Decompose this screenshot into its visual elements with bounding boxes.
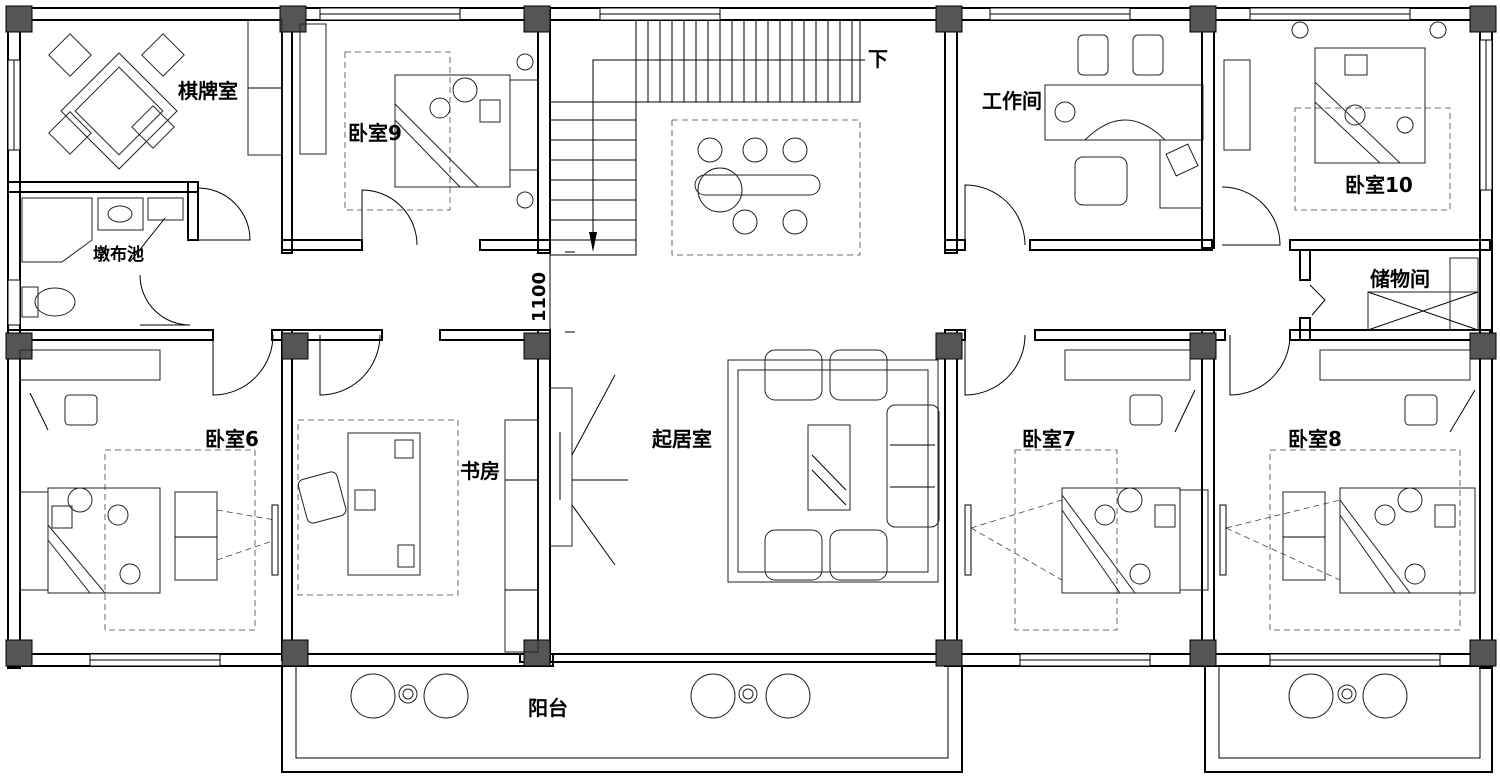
label-storage: 储物间 xyxy=(1370,267,1430,291)
staircase xyxy=(549,19,865,256)
bedroom9-furniture xyxy=(299,23,539,211)
storage-shelves xyxy=(1367,257,1479,331)
dimension-mark: 1100 xyxy=(529,251,575,333)
columns xyxy=(5,5,1497,667)
label-bedroom9: 卧室9 xyxy=(348,121,402,145)
bedroom8-furniture xyxy=(1219,349,1476,631)
bathroom-fixtures xyxy=(21,197,184,318)
label-balcony: 阳台 xyxy=(528,696,568,720)
label-bedroom6: 卧室6 xyxy=(205,427,259,451)
chess-room-furniture xyxy=(48,19,283,170)
label-bedroom8: 卧室8 xyxy=(1288,427,1342,451)
balconies xyxy=(281,666,1493,773)
label-bedroom10: 卧室10 xyxy=(1345,173,1413,197)
outer-walls xyxy=(7,7,1493,669)
label-library: 书房 xyxy=(460,459,500,483)
workroom-furniture xyxy=(1044,34,1204,209)
bedroom10-furniture xyxy=(1223,21,1451,211)
doors xyxy=(139,184,1326,396)
room-labels: 棋牌室 卧室9 工作间 卧室10 墩布池 储物间 卧室6 书房 起居室 卧室7 … xyxy=(93,47,1430,720)
interior-walls xyxy=(7,7,1491,661)
dining-table xyxy=(671,119,861,256)
windows xyxy=(7,7,1493,667)
bedroom6-furniture xyxy=(19,349,279,631)
label-study: 工作间 xyxy=(982,89,1042,113)
label-stairs-down: 下 xyxy=(868,47,888,71)
dimension-label: 1100 xyxy=(529,272,550,322)
library-furniture xyxy=(297,374,628,653)
label-mop-sink: 墩布池 xyxy=(93,244,144,265)
label-bedroom7: 卧室7 xyxy=(1022,427,1076,451)
label-chess-room: 棋牌室 xyxy=(178,79,238,103)
living-room-furniture xyxy=(727,349,940,583)
label-living-room: 起居室 xyxy=(651,427,712,451)
bedroom7-furniture xyxy=(964,349,1209,631)
